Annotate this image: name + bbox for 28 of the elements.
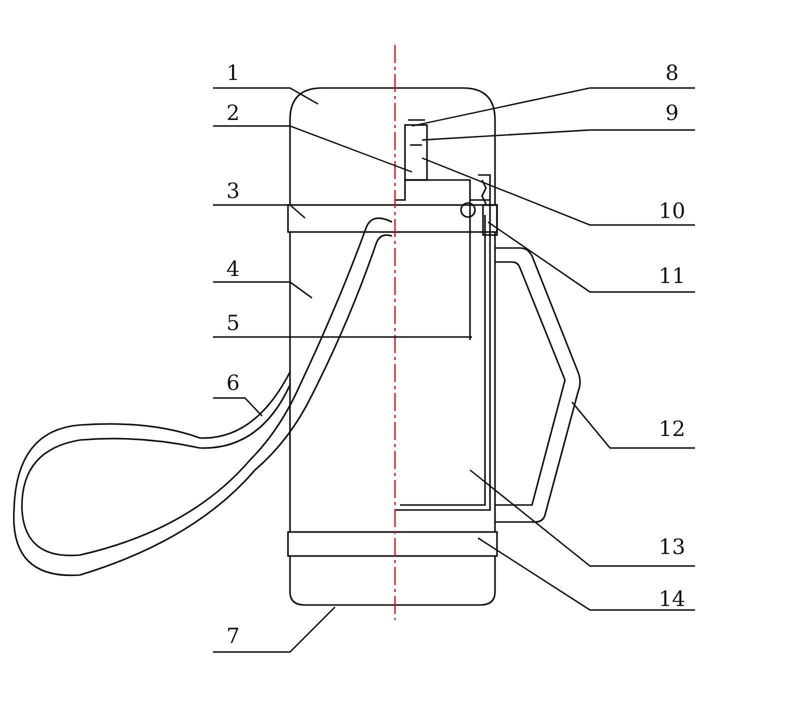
leader-line xyxy=(213,87,318,105)
callout-number: 10 xyxy=(652,200,692,222)
leader-line xyxy=(213,281,312,299)
callout-number: 14 xyxy=(652,588,692,610)
leader-line xyxy=(213,606,336,653)
leader-line xyxy=(412,87,695,127)
leader-line xyxy=(213,125,412,173)
callout-number: 1 xyxy=(213,62,253,84)
leader-line xyxy=(422,129,695,141)
callout-number: 4 xyxy=(213,258,253,280)
callout-number: 6 xyxy=(213,372,253,394)
callout-number: 12 xyxy=(652,418,692,440)
leader-line xyxy=(213,336,472,338)
leader-line xyxy=(213,204,306,219)
callout-number: 3 xyxy=(213,180,253,202)
leader-line xyxy=(478,537,695,611)
callout-number: 13 xyxy=(652,536,692,558)
callout-number: 7 xyxy=(213,625,253,647)
callout-number: 5 xyxy=(213,312,253,334)
callout-number: 11 xyxy=(652,265,692,287)
callout-number: 2 xyxy=(213,102,253,124)
callout-number: 8 xyxy=(652,62,692,84)
callout-number: 9 xyxy=(652,102,692,124)
leader-line xyxy=(571,402,695,449)
leader-line xyxy=(488,221,695,293)
leader-line xyxy=(422,157,695,226)
leader-line xyxy=(213,397,262,416)
leader-line xyxy=(470,469,695,567)
